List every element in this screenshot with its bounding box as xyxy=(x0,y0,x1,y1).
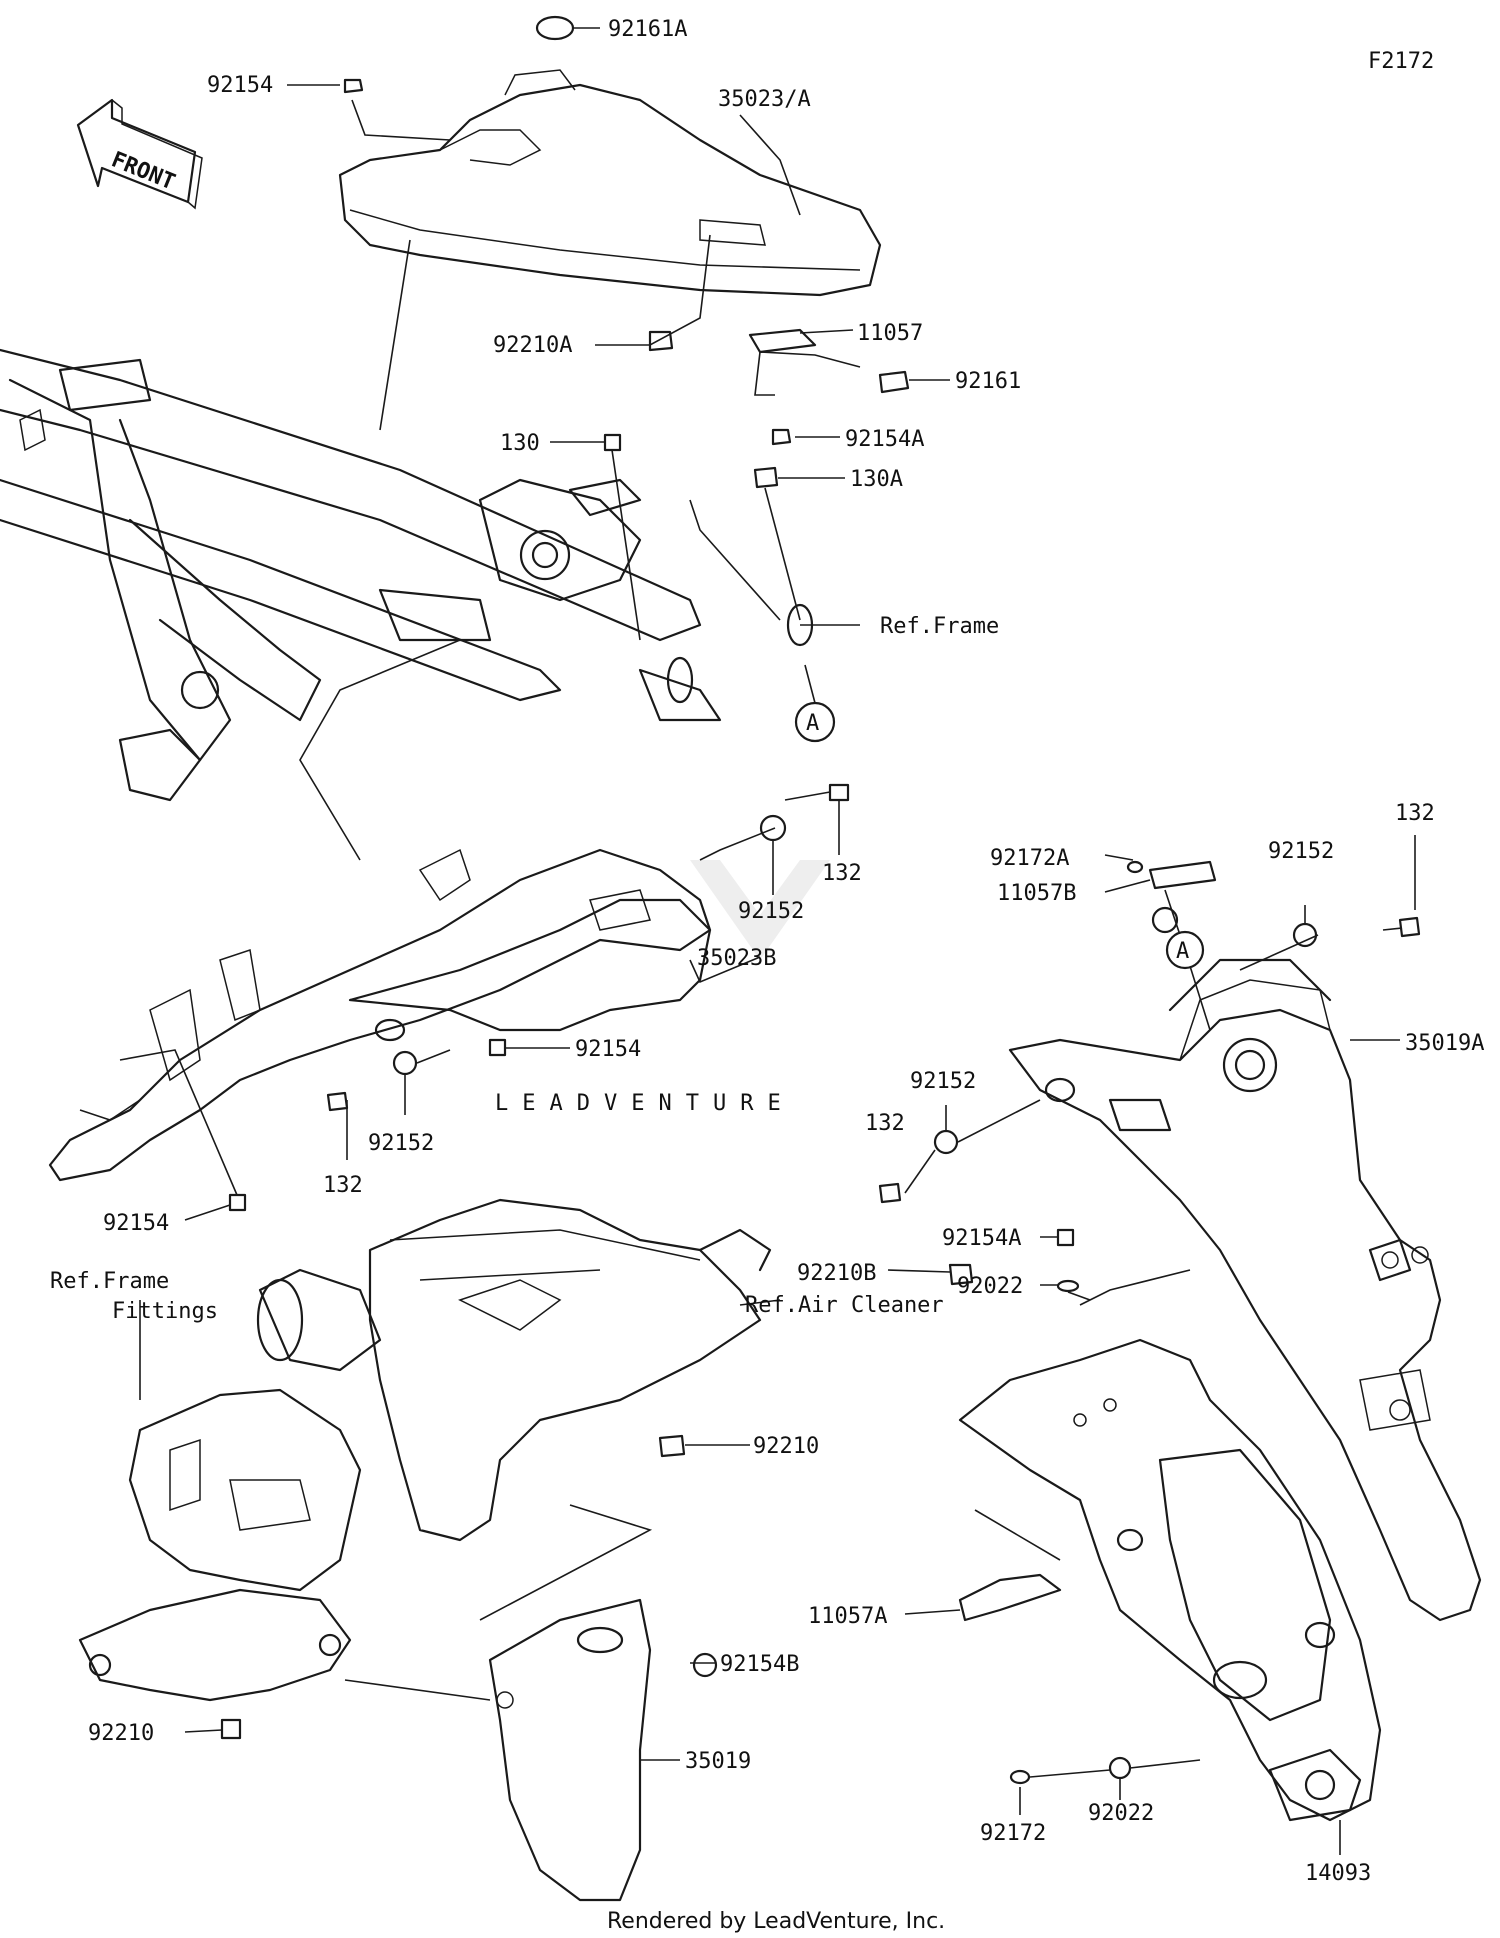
label-132-a: 132 xyxy=(822,861,862,886)
leader-lines xyxy=(119,27,1416,1855)
label-92161: 92161 xyxy=(955,369,1021,394)
front-arrow-icon: FRONT xyxy=(76,98,203,210)
bolt-130 xyxy=(603,433,622,452)
label-132-d: 132 xyxy=(865,1111,905,1136)
bolt-92154B xyxy=(692,1652,718,1678)
figure-code: F2172 xyxy=(1368,49,1434,74)
label-92152-d: 92152 xyxy=(910,1069,976,1094)
bolt-132-c xyxy=(1398,916,1421,938)
frame xyxy=(0,348,814,802)
bolt-132-d xyxy=(878,1182,902,1204)
bolt-132-b xyxy=(326,1091,349,1112)
label-92152-a: 92152 xyxy=(738,899,804,924)
label-92154A-right: 92154A xyxy=(942,1226,1021,1251)
circle-marker-a-right: A xyxy=(1165,930,1205,970)
label-132-c: 132 xyxy=(1395,801,1435,826)
washer-92152-c xyxy=(1292,922,1318,948)
bracket-11057A xyxy=(958,1573,1062,1622)
label-ref-frame-fittings-2: Fittings xyxy=(112,1299,218,1324)
label-92022-b: 92022 xyxy=(1088,1801,1154,1826)
label-92172A: 92172A xyxy=(990,846,1069,871)
bolt-92154A-right xyxy=(1056,1228,1075,1247)
air-cleaner xyxy=(256,1198,772,1542)
label-92154-low: 92154 xyxy=(103,1211,169,1236)
label-92210-a: 92210 xyxy=(753,1434,819,1459)
nut-92210-b xyxy=(220,1718,242,1740)
washer-92022-a xyxy=(1056,1279,1080,1293)
label-92154-mid: 92154 xyxy=(575,1037,641,1062)
label-ref-air-cleaner: Ref.Air Cleaner xyxy=(745,1293,944,1318)
frame-fittings-box xyxy=(78,1388,362,1702)
label-11057A: 11057A xyxy=(808,1604,887,1629)
mud-guard-35019 xyxy=(488,1598,652,1902)
label-92154A-top: 92154A xyxy=(845,427,924,452)
footer-credit: Rendered by LeadVenture, Inc. xyxy=(607,1909,945,1934)
nut-92210-a xyxy=(658,1434,686,1458)
bolt-130A xyxy=(753,466,779,489)
label-92152-b: 92152 xyxy=(368,1131,434,1156)
label-11057B: 11057B xyxy=(997,881,1076,906)
circle-marker-a: A xyxy=(794,664,836,743)
license-bracket-14093 xyxy=(958,1338,1382,1822)
label-35019: 35019 xyxy=(685,1749,751,1774)
front-fender-35023A xyxy=(338,69,882,297)
label-92154-top: 92154 xyxy=(207,73,273,98)
nut-92210B xyxy=(948,1263,974,1286)
hardware xyxy=(220,15,1421,1785)
bolt-92154-low xyxy=(228,1193,247,1212)
washer-92152-d xyxy=(933,1129,959,1155)
label-130: 130 xyxy=(500,431,540,456)
label-ref-frame-fittings-1: Ref.Frame xyxy=(50,1269,169,1294)
bolt-92154A-top xyxy=(771,428,792,446)
label-92152-c: 92152 xyxy=(1268,839,1334,864)
bolt-92154-mid xyxy=(488,1038,507,1057)
part-labels: F2172 92161A 92154 35023/A 92210A 11057 … xyxy=(50,17,1484,1886)
label-92022-a: 92022 xyxy=(957,1274,1023,1299)
inner-fender-35023B xyxy=(48,848,712,1182)
label-92210-b: 92210 xyxy=(88,1721,154,1746)
marker-a-label: A xyxy=(806,711,819,736)
label-35023B: 35023B xyxy=(697,946,776,971)
watermark-text: LEADVENTURE xyxy=(495,1091,795,1116)
label-92210A: 92210A xyxy=(493,333,572,358)
label-132-b: 132 xyxy=(323,1173,363,1198)
watermark: LEADVENTURE xyxy=(495,860,830,1116)
label-35019A: 35019A xyxy=(1405,1031,1484,1056)
label-14093: 14093 xyxy=(1305,1861,1371,1886)
screw-92172 xyxy=(1009,1769,1031,1785)
label-130A: 130A xyxy=(850,467,903,492)
label-92154B: 92154B xyxy=(720,1652,799,1677)
label-92161A: 92161A xyxy=(608,17,687,42)
screw-92172A xyxy=(1126,860,1144,874)
label-92172: 92172 xyxy=(980,1821,1046,1846)
bracket-11057B xyxy=(1148,860,1217,890)
bolt-92154-top xyxy=(343,78,364,94)
label-35023A: 35023/A xyxy=(718,87,811,112)
label-11057: 11057 xyxy=(857,321,923,346)
marker-A-right xyxy=(1151,906,1179,934)
bolt-132-a xyxy=(828,783,850,802)
rear-fender-35019A xyxy=(1008,958,1482,1622)
clip-92161 xyxy=(878,370,910,394)
nut-92210A xyxy=(648,330,674,352)
label-92210B: 92210B xyxy=(797,1261,876,1286)
bracket-11057 xyxy=(748,328,817,354)
washer-92022-b xyxy=(1108,1756,1132,1780)
washer-92152-b xyxy=(392,1050,418,1076)
label-ref-frame: Ref.Frame xyxy=(880,614,999,639)
grommet-92161A xyxy=(535,15,575,41)
marker-a-right-label: A xyxy=(1176,939,1189,964)
